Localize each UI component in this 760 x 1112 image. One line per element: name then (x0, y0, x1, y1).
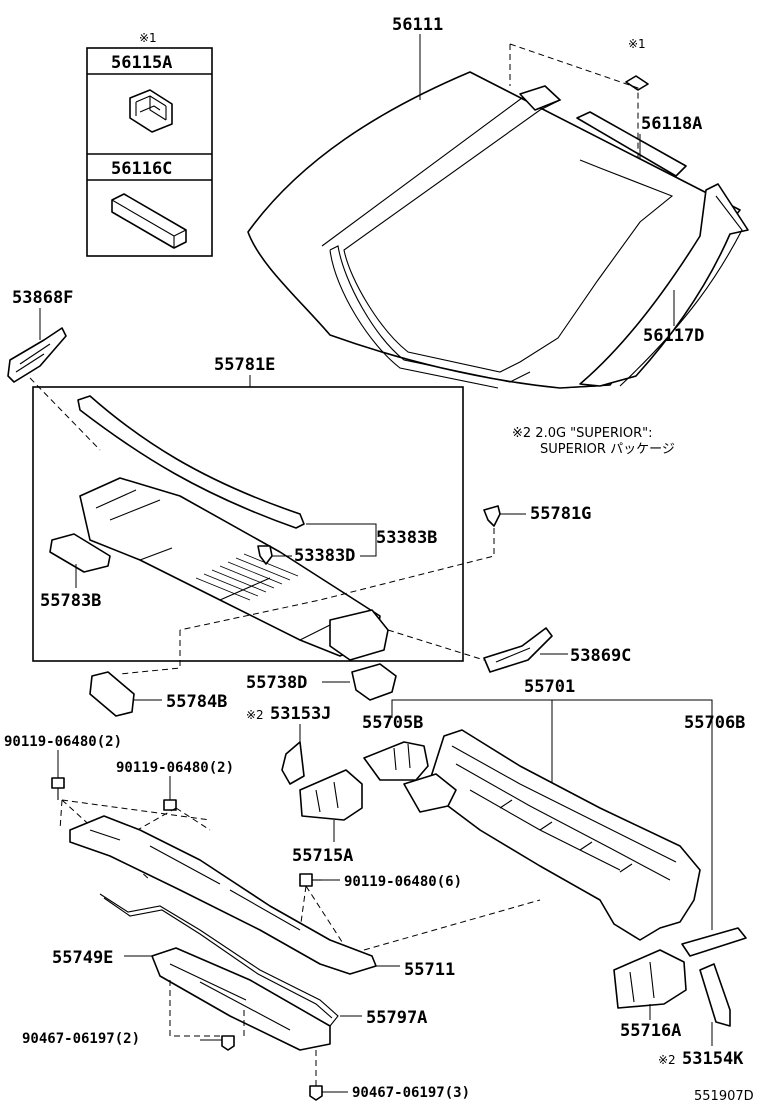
label-53153J: 53153J (270, 704, 331, 724)
label-56115A: 56115A (111, 53, 172, 73)
label-55784B: 55784B (166, 692, 227, 712)
windshield-glass-drawing (247, 71, 749, 389)
label-55706B: 55706B (684, 713, 745, 733)
clip-56115A-drawing (129, 89, 173, 133)
label-56111: 56111 (392, 15, 443, 35)
label-56116C: 56116C (111, 159, 172, 179)
clip-90467-2-drawing (221, 1035, 235, 1051)
label-53869C: 53869C (570, 646, 631, 666)
label-55716A: 55716A (620, 1021, 681, 1041)
bracket-55706B-drawing (681, 927, 747, 957)
note2-mark-53153J: ※2 (246, 708, 264, 722)
bolt-left-drawing (51, 777, 65, 800)
footnote-line2: SUPERIOR パッケージ (540, 442, 675, 457)
label-90119-06480-2-left: 90119-06480(2) (4, 734, 122, 750)
bracket-55738D-drawing (351, 663, 397, 701)
label-90467-06197-3: 90467-06197(3) (352, 1085, 470, 1101)
label-90119-06480-2-mid: 90119-06480(2) (116, 760, 234, 776)
cowl-top-panel-drawing (49, 395, 389, 661)
cowl-box-55781E (32, 386, 464, 662)
clip-55781G-drawing (483, 505, 501, 527)
label-55781E: 55781E (214, 355, 275, 375)
clip-90467-3-drawing (309, 1085, 323, 1101)
bracket-55716A-drawing (613, 949, 687, 1009)
label-55701: 55701 (524, 677, 575, 697)
label-90467-06197-2: 90467-06197(2) (22, 1031, 140, 1047)
seal-55797A-drawing (99, 893, 339, 1027)
label-53154K: 53154K (682, 1049, 744, 1069)
label-55781G: 55781G (530, 504, 591, 524)
label-53868F: 53868F (12, 288, 73, 308)
cowl-panel-55701-drawing (403, 729, 701, 941)
label-55711: 55711 (404, 960, 455, 980)
corner-53869C-drawing (483, 627, 553, 673)
bracket-55715A-drawing (299, 769, 363, 821)
corner-53868F-drawing (7, 327, 67, 383)
label-56118A: 56118A (641, 114, 702, 134)
label-53383B: 53383B (376, 528, 437, 548)
bolt-mid-drawing (163, 799, 177, 811)
cover-53154K-drawing (699, 963, 731, 1027)
panel-55784B-drawing (89, 671, 135, 717)
label-55705B: 55705B (362, 713, 423, 733)
bolt-6-drawing (299, 873, 322, 887)
note2-mark-53154K: ※2 (658, 1053, 676, 1067)
clip-inset-box (86, 47, 213, 257)
label-56117D: 56117D (643, 326, 704, 346)
label-55797A: 55797A (366, 1008, 427, 1028)
cover-53153J-drawing (281, 741, 305, 785)
label-55749E: 55749E (52, 948, 113, 968)
panel-55749E-drawing (151, 947, 331, 1051)
note1-mark-inset: ※1 (139, 31, 157, 45)
label-55738D: 55738D (246, 673, 307, 693)
diagram-id: 551907D (694, 1089, 754, 1104)
footnote-line1: ※2 2.0G "SUPERIOR": (512, 426, 652, 441)
bracket-55705B-drawing (363, 741, 429, 781)
pad-56116C-drawing (111, 193, 187, 249)
label-90119-06480-6: 90119-06480(6) (344, 874, 462, 890)
label-55715A: 55715A (292, 846, 353, 866)
label-53383D: 53383D (294, 546, 355, 566)
note1-mark-glass: ※1 (628, 37, 646, 51)
label-55783B: 55783B (40, 591, 101, 611)
